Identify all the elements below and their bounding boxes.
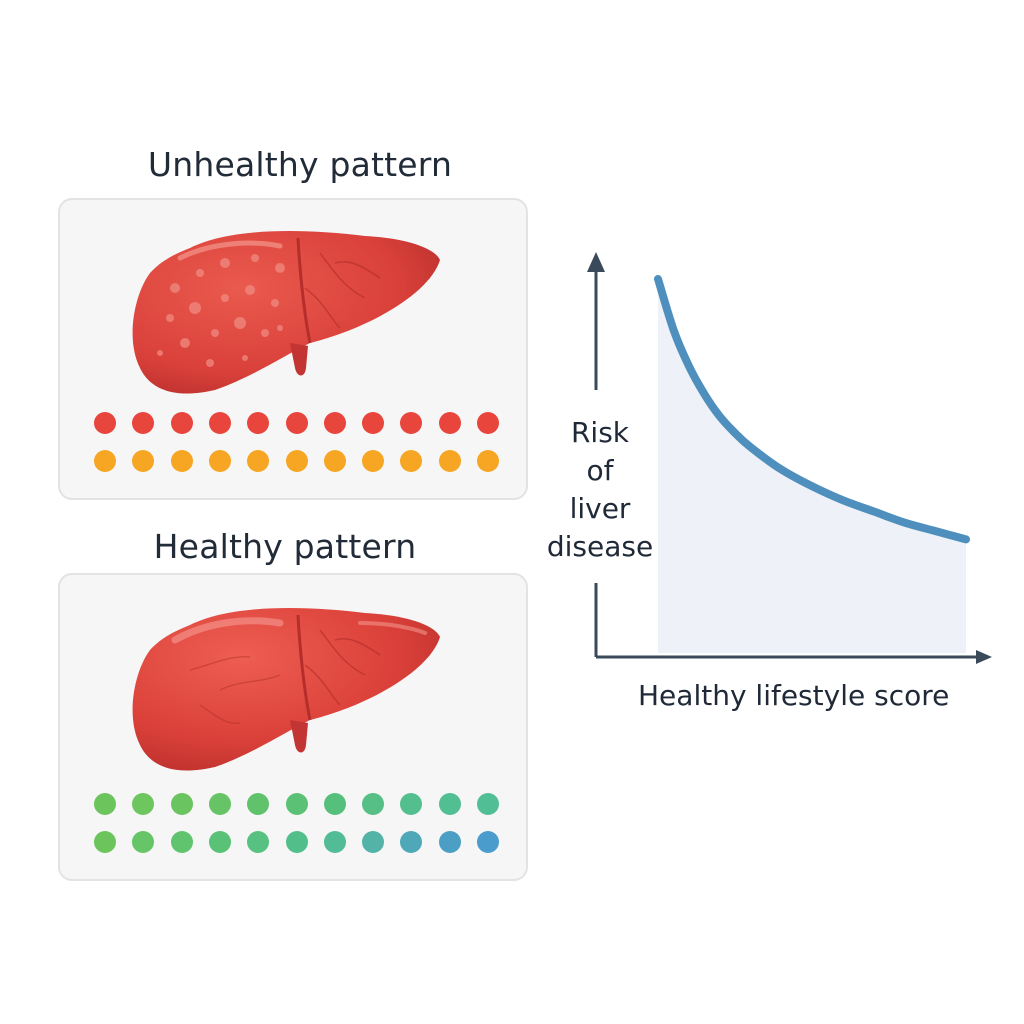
x-axis-arrow: [976, 650, 992, 664]
unhealthy-dot: [247, 412, 270, 434]
healthy-pattern-panel: [58, 573, 528, 881]
x-axis-label: Healthy lifestyle score: [638, 679, 949, 712]
healthy-dot: [170, 793, 193, 815]
unhealthy-dot: [132, 412, 155, 434]
unhealthy-dot: [400, 450, 423, 472]
unhealthy-dot: [477, 450, 499, 472]
healthy-dot: [247, 831, 270, 853]
healthy-dot: [285, 831, 308, 853]
unhealthy-dot: [170, 450, 193, 472]
y-axis-label: Risk of liver disease: [547, 416, 653, 563]
unhealthy-dot: [208, 450, 231, 472]
healthy-dot: [323, 793, 346, 815]
unhealthy-liver-icon: [132, 231, 440, 394]
unhealthy-dot: [323, 412, 346, 434]
healthy-dot: [132, 831, 155, 853]
unhealthy-pattern-panel: [58, 198, 528, 500]
unhealthy-dot: [362, 412, 385, 434]
unhealthy-dot: [247, 450, 270, 472]
healthy-dot: [170, 831, 193, 853]
healthy-dot: [477, 831, 499, 853]
unhealthy-dot: [132, 450, 155, 472]
unhealthy-dot: [400, 412, 423, 434]
healthy-dot: [285, 793, 308, 815]
unhealthy-dot-row-1: [60, 412, 526, 436]
healthy-dot: [438, 831, 461, 853]
unhealthy-pattern-title: Unhealthy pattern: [147, 145, 453, 184]
healthy-dot: [94, 793, 116, 815]
risk-curve-line: [654, 275, 970, 544]
unhealthy-dot: [285, 450, 308, 472]
risk-curve-chart: Risk of liver disease Healthy lifestyle sco…: [547, 252, 992, 712]
unhealthy-dot-row-2: [60, 450, 526, 474]
unhealthy-dot: [438, 450, 461, 472]
y-axis-label-line: disease: [547, 530, 653, 563]
y-axis-label-line: liver: [570, 492, 631, 525]
healthy-liver-icon: [132, 608, 440, 771]
unhealthy-dot: [94, 450, 116, 472]
healthy-dot: [400, 831, 423, 853]
unhealthy-dot: [208, 412, 231, 434]
area-under-curve: [658, 279, 966, 653]
y-axis-arrow: [587, 252, 605, 272]
unhealthy-dot: [362, 450, 385, 472]
healthy-dot-row-2: [60, 831, 526, 855]
healthy-dot: [208, 831, 231, 853]
healthy-dot: [362, 793, 385, 815]
healthy-dot: [438, 793, 461, 815]
unhealthy-dot: [94, 412, 116, 434]
y-axis-label-line: of: [587, 454, 615, 487]
y-axis-label-line: Risk: [571, 416, 630, 449]
healthy-dot: [362, 831, 385, 853]
unhealthy-dot: [170, 412, 193, 434]
healthy-dot: [400, 793, 423, 815]
healthy-dot: [477, 793, 499, 815]
healthy-dot: [323, 831, 346, 853]
healthy-pattern-title: Healthy pattern: [153, 527, 417, 566]
healthy-dot: [132, 793, 155, 815]
unhealthy-dot: [285, 412, 308, 434]
healthy-dot: [94, 831, 116, 853]
healthy-dot: [247, 793, 270, 815]
healthy-dot: [208, 793, 231, 815]
unhealthy-dot: [438, 412, 461, 434]
unhealthy-dot: [477, 412, 499, 434]
unhealthy-dot: [323, 450, 346, 472]
healthy-dot-row-1: [60, 793, 526, 817]
